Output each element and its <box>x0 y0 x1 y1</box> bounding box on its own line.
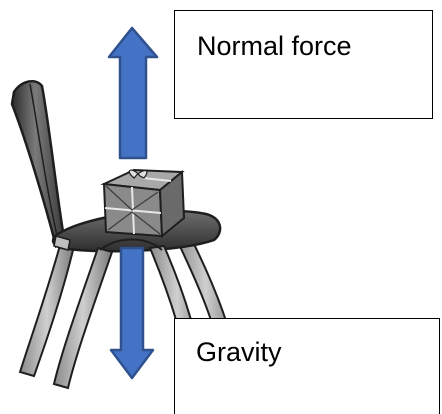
normal-force-label-box: Normal force <box>174 10 433 119</box>
chair-backrest <box>10 79 66 249</box>
package-bow <box>128 169 148 179</box>
chair-backrest-edge <box>29 83 59 241</box>
normal-force-arrow <box>107 26 159 160</box>
chair-leg-arch <box>99 238 163 251</box>
gravity-label-box: Gravity <box>174 318 440 414</box>
package-box <box>100 168 186 239</box>
package-string <box>104 177 172 235</box>
package-flap-lines <box>105 185 161 235</box>
gravity-arrow <box>109 246 155 380</box>
chair-seat-bracket <box>53 235 71 251</box>
chair-rear-leg-left <box>18 236 76 378</box>
gravity-label: Gravity <box>196 337 282 367</box>
normal-force-label: Normal force <box>197 31 352 61</box>
chair-front-leg-left <box>52 246 114 390</box>
chair-illustration <box>10 79 238 390</box>
package-side-face <box>158 169 186 239</box>
